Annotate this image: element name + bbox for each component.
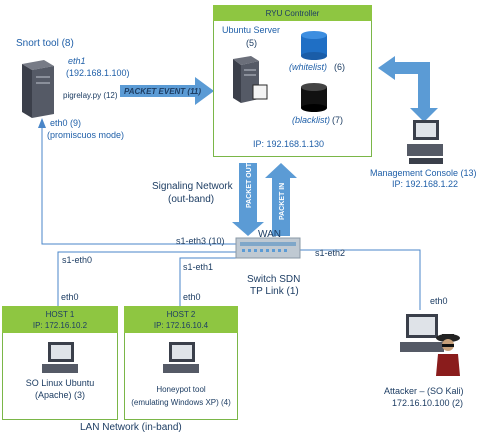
signaling-network-sub: (out-band) <box>168 194 215 205</box>
host2-header <box>124 306 238 333</box>
switch-ports <box>240 242 296 246</box>
packet-out-label: PACKET OUT <box>246 163 253 208</box>
switch-host2-link <box>179 257 256 306</box>
attacker-label: Attacker – (SO Kali) <box>384 386 464 396</box>
switch-eth2-label: s1-eth2 <box>315 248 346 258</box>
wan-label: WAN <box>258 229 281 240</box>
host1-header <box>2 306 118 333</box>
host1-ip: IP: 172.16.10.2 <box>32 321 88 330</box>
switch-eth0-label: s1-eth0 <box>62 255 93 265</box>
ryu-controller-header <box>213 5 372 21</box>
packet-event-label: PACKET EVENT (11) <box>124 87 202 96</box>
ryu-controller-title: RYU Controller <box>265 9 320 18</box>
host2-eth: eth0 <box>183 292 201 302</box>
lan-network-label: LAN Network (in-band) <box>80 422 182 433</box>
packet-in-arrow <box>265 163 297 236</box>
host2-title: HOST 2 <box>166 310 196 319</box>
switch-attacker-link <box>300 249 421 310</box>
snort-eth1-ip: (192.168.1.100) <box>66 68 130 78</box>
host1-os: SO Linux Ubuntu <box>25 378 95 388</box>
snort-eth1: eth1 <box>68 56 86 66</box>
host1-title: HOST 1 <box>45 310 75 319</box>
snort-pigrelay: pigrelay.py (12) <box>63 91 118 100</box>
switch-model: TP Link (1) <box>250 286 299 297</box>
snort-link-arrowhead <box>38 118 46 128</box>
switch-body <box>235 237 301 259</box>
packet-out-arrow <box>232 163 264 236</box>
blacklist-label: (blacklist) <box>292 115 331 125</box>
management-console-icon <box>405 118 445 166</box>
host1-app: (Apache) (3) <box>34 390 86 400</box>
host1-eth: eth0 <box>61 292 79 302</box>
host1-computer-icon <box>42 340 78 374</box>
snort-title: Snort tool (8) <box>16 38 74 49</box>
blacklist-number: (7) <box>332 115 343 125</box>
management-console-ip: IP: 192.168.1.22 <box>392 179 459 189</box>
attacker-ip: 172.16.10.100 (2) <box>392 398 464 408</box>
blacklist-database-icon <box>300 82 328 112</box>
ubuntu-server-label: Ubuntu Server <box>222 25 281 35</box>
host2-computer-icon <box>163 340 199 374</box>
switch-eth3-label: s1-eth3 (10) <box>176 236 225 246</box>
switch-eth1-label: s1-eth1 <box>183 262 214 272</box>
switch-name: Switch SDN <box>247 274 301 285</box>
hacker-figure-icon <box>434 332 460 376</box>
snort-mode: (promiscuos mode) <box>47 130 125 140</box>
attacker-eth: eth0 <box>430 296 448 306</box>
snort-server-icon <box>20 58 56 120</box>
switch-host1-link <box>57 251 236 306</box>
signaling-network-label: Signaling Network <box>152 181 233 192</box>
switch-port-leds <box>242 249 287 252</box>
snort-eth0: eth0 (9) <box>50 118 82 128</box>
packet-in-label: PACKET IN <box>279 182 286 220</box>
snort-switch-link <box>41 122 236 245</box>
whitelist-number: (6) <box>334 62 345 72</box>
management-console-label: Management Console (13) <box>370 168 477 178</box>
host2-ip: IP: 172.16.10.4 <box>153 321 209 330</box>
host2-app-detail: (emulating Windows XP) (4) <box>131 398 231 407</box>
whitelist-label: (whitelist) <box>289 62 328 72</box>
ubuntu-server-number: (5) <box>246 38 257 48</box>
packet-event-arrow <box>120 77 214 105</box>
ryu-ip: IP: 192.168.1.130 <box>253 139 325 149</box>
attacker-computer-icon <box>398 312 444 356</box>
ubuntu-server-icon <box>229 55 268 103</box>
host2-app: Honeypot tool <box>156 385 206 394</box>
management-arrow <box>378 56 438 122</box>
whitelist-database-icon <box>300 30 328 60</box>
